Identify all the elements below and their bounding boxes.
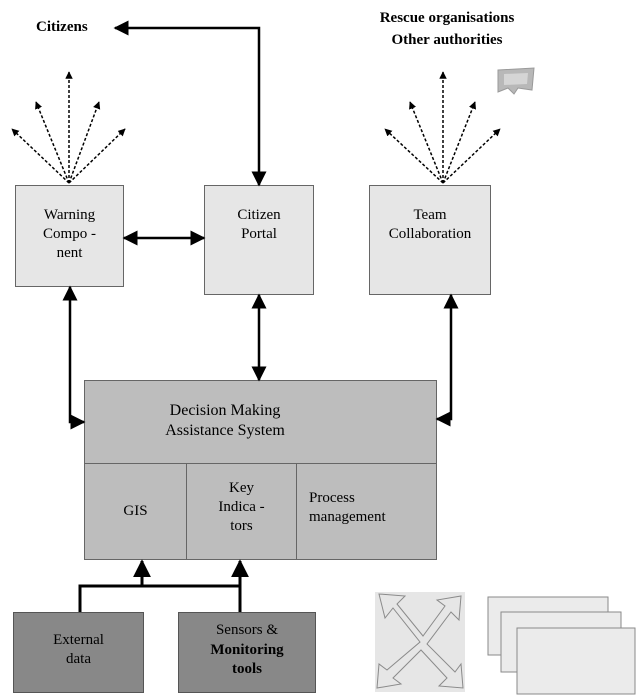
decision-making-system-label: Decision Making Assistance System (165, 402, 285, 439)
document-icon (497, 67, 535, 95)
sensors-label: Sensors & (215, 622, 279, 638)
warning-component-box[interactable]: Warning Compo - nent (15, 185, 124, 287)
citizen-portal-box[interactable]: Citizen Portal (204, 185, 314, 295)
warning-dmas-link (62, 285, 86, 430)
sensors-monitoring-box[interactable]: Sensors & Monitoring tools (178, 612, 316, 693)
external-data-box[interactable]: External data (13, 612, 144, 693)
stacked-pages-icon (487, 596, 636, 695)
team-broadcast-arrows (384, 71, 501, 184)
portal-to-citizens-line (113, 20, 267, 187)
key-indicators-box[interactable]: Key Indica - tors (186, 463, 297, 560)
team-collaboration-label: Team Collaboration (388, 207, 472, 242)
warning-broadcast-arrows (11, 71, 126, 184)
warning-component-label: Warning Compo - nent (43, 207, 96, 261)
other-authorities-label: Other authorities (391, 32, 503, 48)
monitoring-tools-label: Monitoring tools (210, 642, 284, 677)
team-dmas-link (435, 293, 459, 427)
rescue-organisations-label: Rescue organisations (379, 10, 515, 26)
four-way-arrows-icon (375, 592, 465, 692)
citizen-portal-label: Citizen Portal (237, 207, 281, 242)
process-management-box[interactable]: Process management (296, 463, 437, 560)
key-indicators-label: Key Indica - tors (218, 480, 265, 534)
team-collaboration-box[interactable]: Team Collaboration (369, 185, 491, 295)
external-data-label: External data (53, 632, 104, 667)
citizens-label: Citizens (36, 19, 88, 35)
gis-label: GIS (123, 503, 148, 519)
external-data-feed (78, 584, 240, 612)
process-management-label: Process management (309, 490, 386, 525)
